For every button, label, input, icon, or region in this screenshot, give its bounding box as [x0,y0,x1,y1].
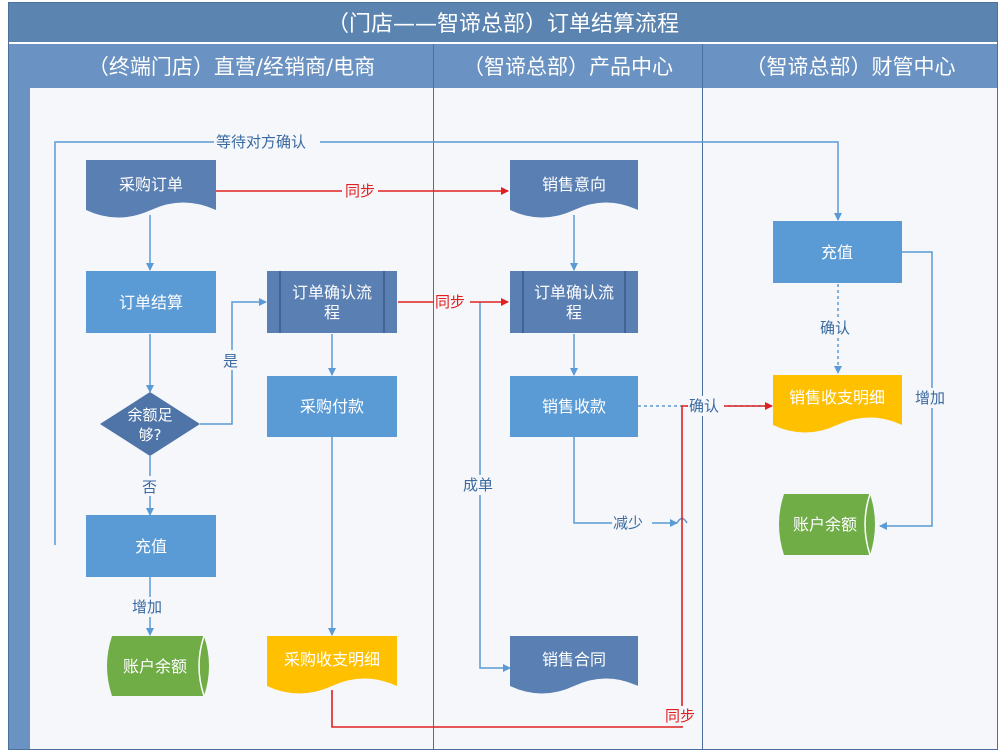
node-sales-intent [510,160,638,218]
edge-deal [479,302,511,672]
node-account-balance-store [107,636,209,696]
node-purchase-order [86,160,216,218]
label-deal: 成单 [463,476,493,494]
label-yes: 是 [223,352,238,370]
edge-labels: 等待对方确认 同步 同步 同步 是 否 增加 成单 确认 确认 减少 增加 [130,132,952,726]
label-sync-mid: 同步 [435,293,465,311]
node-order-confirm-store-label-2: 程 [324,303,340,322]
node-order-confirm-product [510,271,638,333]
node-recharge-store-label: 充值 [135,537,167,556]
node-sales-contract-label: 销售合同 [542,650,606,669]
node-sales-contract [510,636,638,694]
node-account-balance-finance [779,494,875,555]
label-no: 否 [142,478,157,496]
node-order-confirm-store [267,271,397,333]
lane-header-finance: （智谛总部）财管中心 [703,44,998,88]
node-balance-decision-label-1: 余额足 [127,406,172,424]
node-account-balance-store-label: 账户余额 [123,657,187,676]
node-purchase-payment-label: 采购付款 [300,397,364,416]
node-recharge-store [86,515,216,577]
node-balance-decision-label-2: 够? [139,426,162,444]
node-recharge-finance [773,221,902,283]
side-strip [8,44,30,750]
nodes: 采购订单 订单结算 余额足 够? 充值 账户余额 订单确认流 程 采购付款 [86,160,902,697]
node-order-confirm-product-label-2: 程 [566,303,582,322]
label-confirm-finance: 确认 [820,319,850,337]
label-wait-confirm: 等待对方确认 [216,133,306,151]
node-balance-decision [100,392,200,456]
lane-divider [433,44,434,750]
node-sales-receipt-label: 销售收款 [542,397,606,416]
node-order-confirm-product-label-1: 订单确认流 [534,283,614,302]
label-sync-top: 同步 [345,182,375,200]
node-sales-detail [773,375,902,433]
node-sales-intent-label: 销售意向 [542,175,606,194]
node-sales-detail-label: 销售收支明细 [789,388,885,407]
lane-header-product: （智谛总部）产品中心 [434,44,702,88]
node-sales-receipt [510,376,638,437]
node-order-confirm-store-label-1: 订单确认流 [292,283,372,302]
node-order-settle [86,271,216,333]
label-increase-store: 增加 [132,598,162,616]
label-sync-bottom: 同步 [665,707,695,725]
node-purchase-detail [267,636,397,694]
node-order-settle-label: 订单结算 [119,293,183,312]
lane-header-store: （终端门店）直营/经销商/电商 [30,44,433,88]
label-increase-finance: 增加 [915,389,945,407]
page-title: （门店——智谛总部）订单结算流程 [8,2,998,42]
edge-decrease [573,437,678,527]
edge-wait-confirm [54,141,842,545]
label-decrease: 减少 [613,514,643,532]
label-confirm-receipt: 确认 [689,397,719,415]
node-purchase-detail-label: 采购收支明细 [284,650,380,669]
node-purchase-payment [267,376,397,437]
node-account-balance-finance-label: 账户余额 [793,515,857,534]
node-recharge-finance-label: 充值 [821,243,853,262]
node-purchase-order-label: 采购订单 [119,175,183,194]
